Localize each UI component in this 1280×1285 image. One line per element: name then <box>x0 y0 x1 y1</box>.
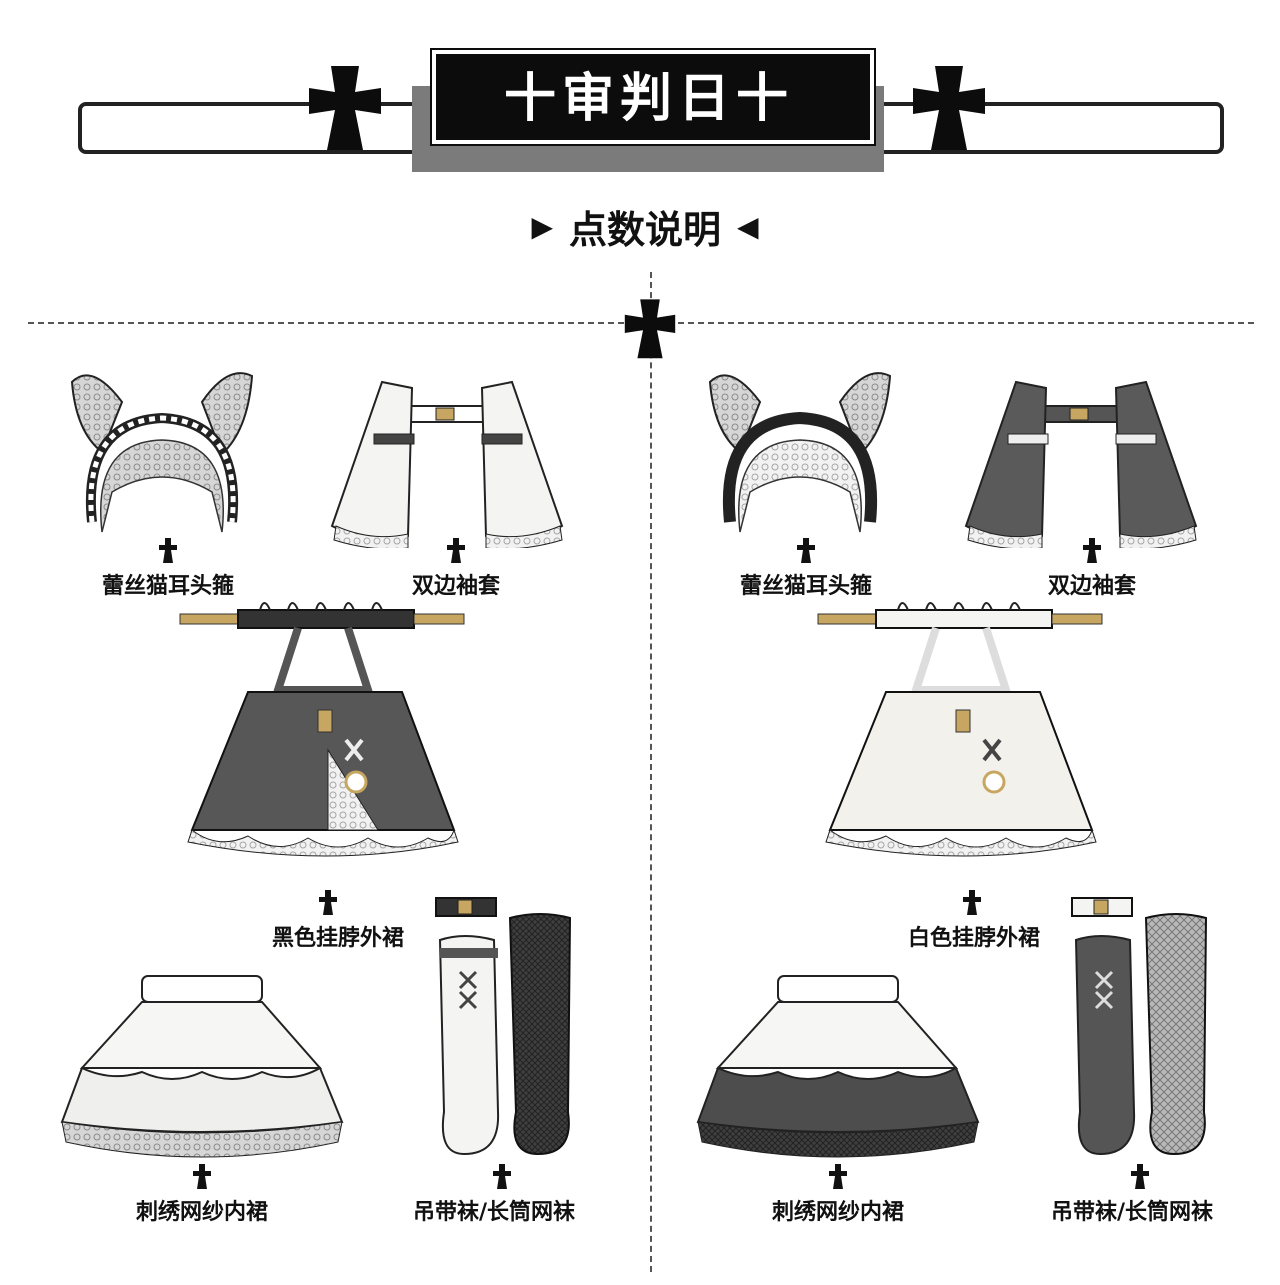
garter-stockings-illustration <box>435 897 572 1156</box>
cross-icon <box>797 538 815 563</box>
cross-icon <box>829 1164 847 1189</box>
left-apron-label: 黑色挂脖外裙 <box>271 926 404 951</box>
cross-icon <box>963 890 981 915</box>
left-sleeves-label: 双边袖套 <box>411 574 500 599</box>
double-sided-sleeves-illustration <box>964 380 1198 548</box>
black-halter-apron-illustration <box>179 602 465 857</box>
right-header-cross-icon <box>913 66 985 150</box>
double-sided-sleeves-illustration <box>330 380 564 548</box>
cross-icon <box>319 890 337 915</box>
center-cross-icon <box>624 299 676 359</box>
vertical-divider <box>650 272 652 1272</box>
right-apron-label: 白色挂脖外裙 <box>907 926 1040 951</box>
left-triangle-icon: ◀ <box>737 209 759 243</box>
page-title: 十审判日十 <box>503 67 794 129</box>
garter-stockings-illustration <box>1071 897 1208 1156</box>
lace-cat-ear-headband-illustration <box>70 372 254 533</box>
right-petticoat-label: 刺绣网纱内裙 <box>771 1200 904 1225</box>
lace-cat-ear-headband-illustration <box>708 372 892 533</box>
left-header-cross-icon <box>309 66 381 150</box>
cross-icon <box>1083 538 1101 563</box>
right-headband-label: 蕾丝猫耳头箍 <box>739 574 872 599</box>
right-triangle-icon: ▶ <box>531 209 553 243</box>
cross-icon <box>493 1164 511 1189</box>
left-socks-label: 吊带袜/长筒网袜 <box>412 1200 576 1225</box>
header-title-plate <box>432 50 874 144</box>
right-sleeves-label: 双边袖套 <box>1047 574 1136 599</box>
cross-icon <box>193 1164 211 1189</box>
right-socks-label: 吊带袜/长筒网袜 <box>1050 1200 1214 1225</box>
cross-icon <box>447 538 465 563</box>
cross-icon <box>1131 1164 1149 1189</box>
left-headband-label: 蕾丝猫耳头箍 <box>101 574 234 599</box>
embroidered-tulle-petticoat-illustration <box>696 975 980 1158</box>
left-petticoat-label: 刺绣网纱内裙 <box>135 1200 268 1225</box>
white-halter-apron-illustration <box>817 602 1103 857</box>
subtitle-text: 点数说明 <box>568 207 721 252</box>
embroidered-tulle-petticoat-illustration <box>60 975 344 1158</box>
cross-icon <box>159 538 177 563</box>
subtitle: ▶ 点数说明 ◀ <box>500 198 790 254</box>
